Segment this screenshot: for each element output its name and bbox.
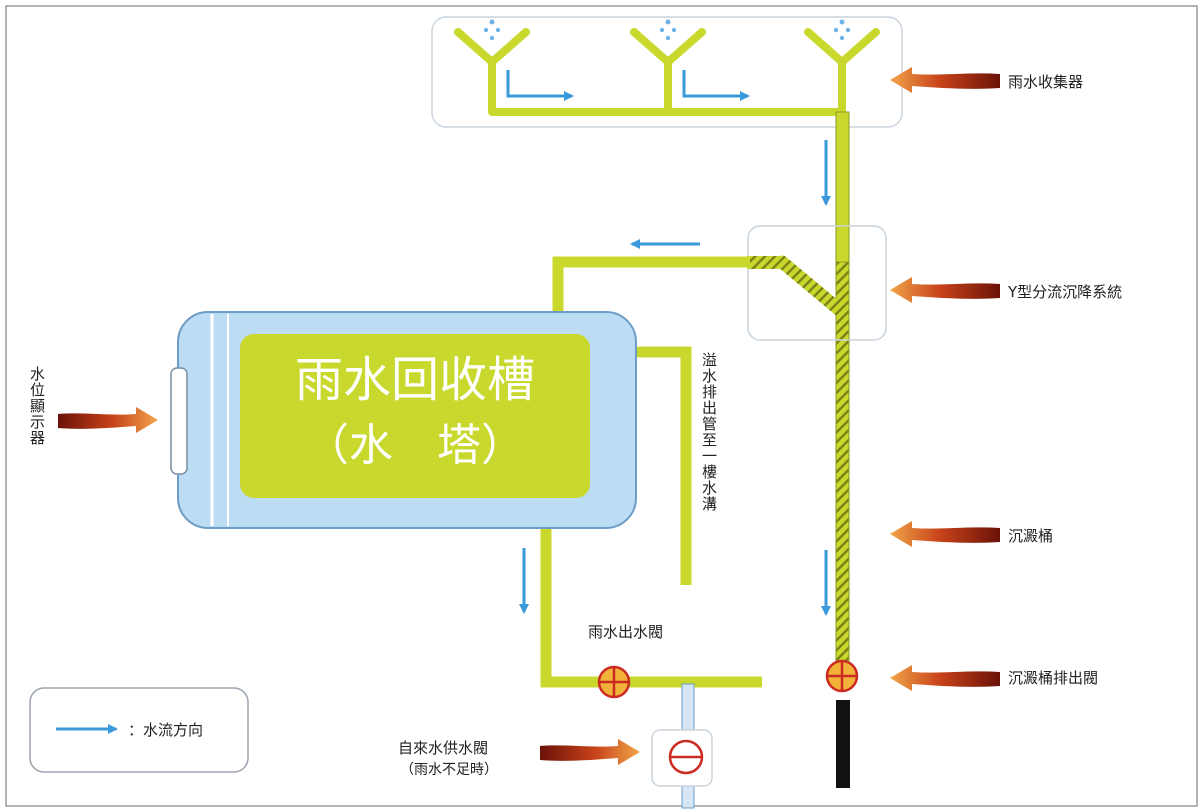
outer-frame [5,5,1198,807]
rain-drops [483,19,851,41]
tap-valve-icon [668,739,704,775]
flow-arrow [682,70,750,101]
tank-body [177,311,637,529]
flow-arrows [506,70,831,616]
label-tap-valve-note: （雨水不足時） [400,762,498,778]
diversion-horizontal [747,256,785,269]
tank-title: 雨水回收槽 [294,352,535,408]
tank-subtitle: （水 塔） [305,420,525,471]
pointer-arrow-y-system [890,277,1000,303]
label-collector: 雨水收集器 [1008,73,1084,91]
pointer-arrow-sediment-valve [890,665,1000,691]
label-y-system: Y型分流沉降系統 [1008,283,1123,301]
drain-pipe [836,700,850,788]
y-system-box [747,225,887,341]
diversion-diagonal [775,255,849,319]
outlet-pipe [540,520,762,688]
label-sediment-tank: 沉澱桶 [1008,527,1054,545]
flow-arrow [506,70,574,101]
pointer-arrows [58,67,1000,765]
label-rain-valve: 雨水出水閥 [588,623,664,641]
sediment-pipe-top [835,111,850,263]
label-overflow: 溢水排出管至一樓水溝 [700,352,718,512]
overflow-pipe [632,346,692,585]
pointer-arrow-collector [890,67,1000,93]
y-collector-funnels [454,28,880,116]
label-water-level: 水位顯示器 [28,366,46,446]
pointer-arrow-level [58,407,158,433]
pointer-arrow-tap-valve [540,739,640,765]
label-sediment-valve: 沉澱桶排出閥 [1008,669,1099,687]
label-tap-valve: 自來水供水閥 [398,739,489,757]
legend [29,687,249,773]
pointer-arrow-sediment [890,521,1000,547]
rain-valve-icon [597,665,631,699]
legend-label: ：水流方向 [128,721,204,739]
inlet-pipe [552,256,750,312]
water-level-indicator [170,367,188,475]
sediment-valve-icon [825,659,859,693]
